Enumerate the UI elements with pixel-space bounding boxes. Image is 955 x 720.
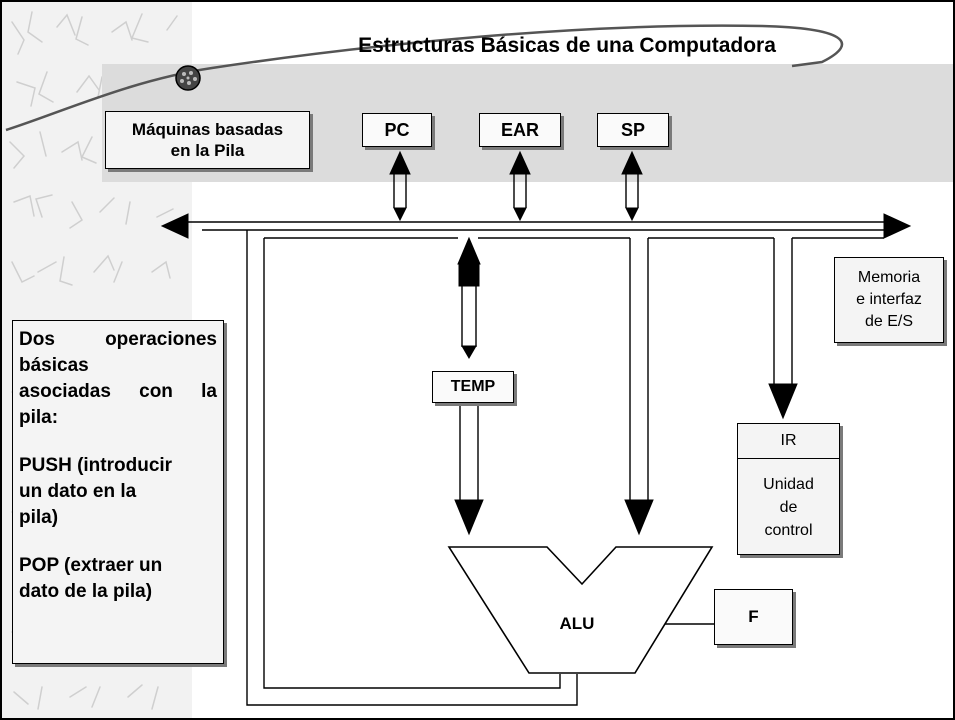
ops-push-line-2: un dato en la [19, 481, 137, 502]
ear-register: EAR [479, 113, 561, 147]
ops-pop-line-2: dato de la pila) [19, 581, 153, 602]
ops-push-line-3: pila) [19, 507, 59, 528]
control-unit-label: Unidad de control [738, 459, 839, 555]
ops-intro-line-1: Dos operaciones [19, 329, 217, 350]
control-label-line-2: de [779, 498, 798, 516]
ops-intro-line-3: asociadas con la [19, 381, 217, 402]
ops-intro-line-4: pila: [19, 407, 59, 428]
bus-right-arrowhead [883, 213, 912, 239]
ops-intro-line-2: básicas [19, 355, 89, 376]
ir-register: IR [738, 424, 839, 459]
alu-shape [447, 546, 714, 674]
memory-label-line-2: e interfaz [856, 291, 922, 308]
control-label-line-1: Unidad [763, 475, 814, 493]
stack-label-line-1: Máquinas basadas [131, 120, 284, 139]
temp-register: TEMP [432, 371, 514, 403]
control-label-line-3: control [764, 521, 813, 539]
ops-pop-line-1: POP (extraer un [19, 555, 163, 576]
stack-machines-label: Máquinas basadas en la Pila [105, 111, 310, 169]
pc-register: PC [362, 113, 432, 147]
stack-label-line-2: en la Pila [170, 141, 245, 160]
memory-label-line-1: Memoria [857, 269, 921, 286]
flags-register: F [714, 589, 793, 645]
memory-label-line-3: de E/S [864, 313, 914, 330]
sp-register: SP [597, 113, 669, 147]
memory-io-box: Memoria e interfaz de E/S [834, 257, 944, 343]
ops-push-line-1: PUSH (introducir [19, 455, 173, 476]
page-title: Estructuras Básicas de una Computadora [358, 34, 776, 57]
control-unit-box: IR Unidad de control [737, 423, 840, 555]
stack-operations-note: Dos operaciones básicas asociadas con la… [12, 320, 224, 664]
alu-label: ALU [559, 614, 595, 633]
bus-left-arrowhead [160, 213, 189, 239]
